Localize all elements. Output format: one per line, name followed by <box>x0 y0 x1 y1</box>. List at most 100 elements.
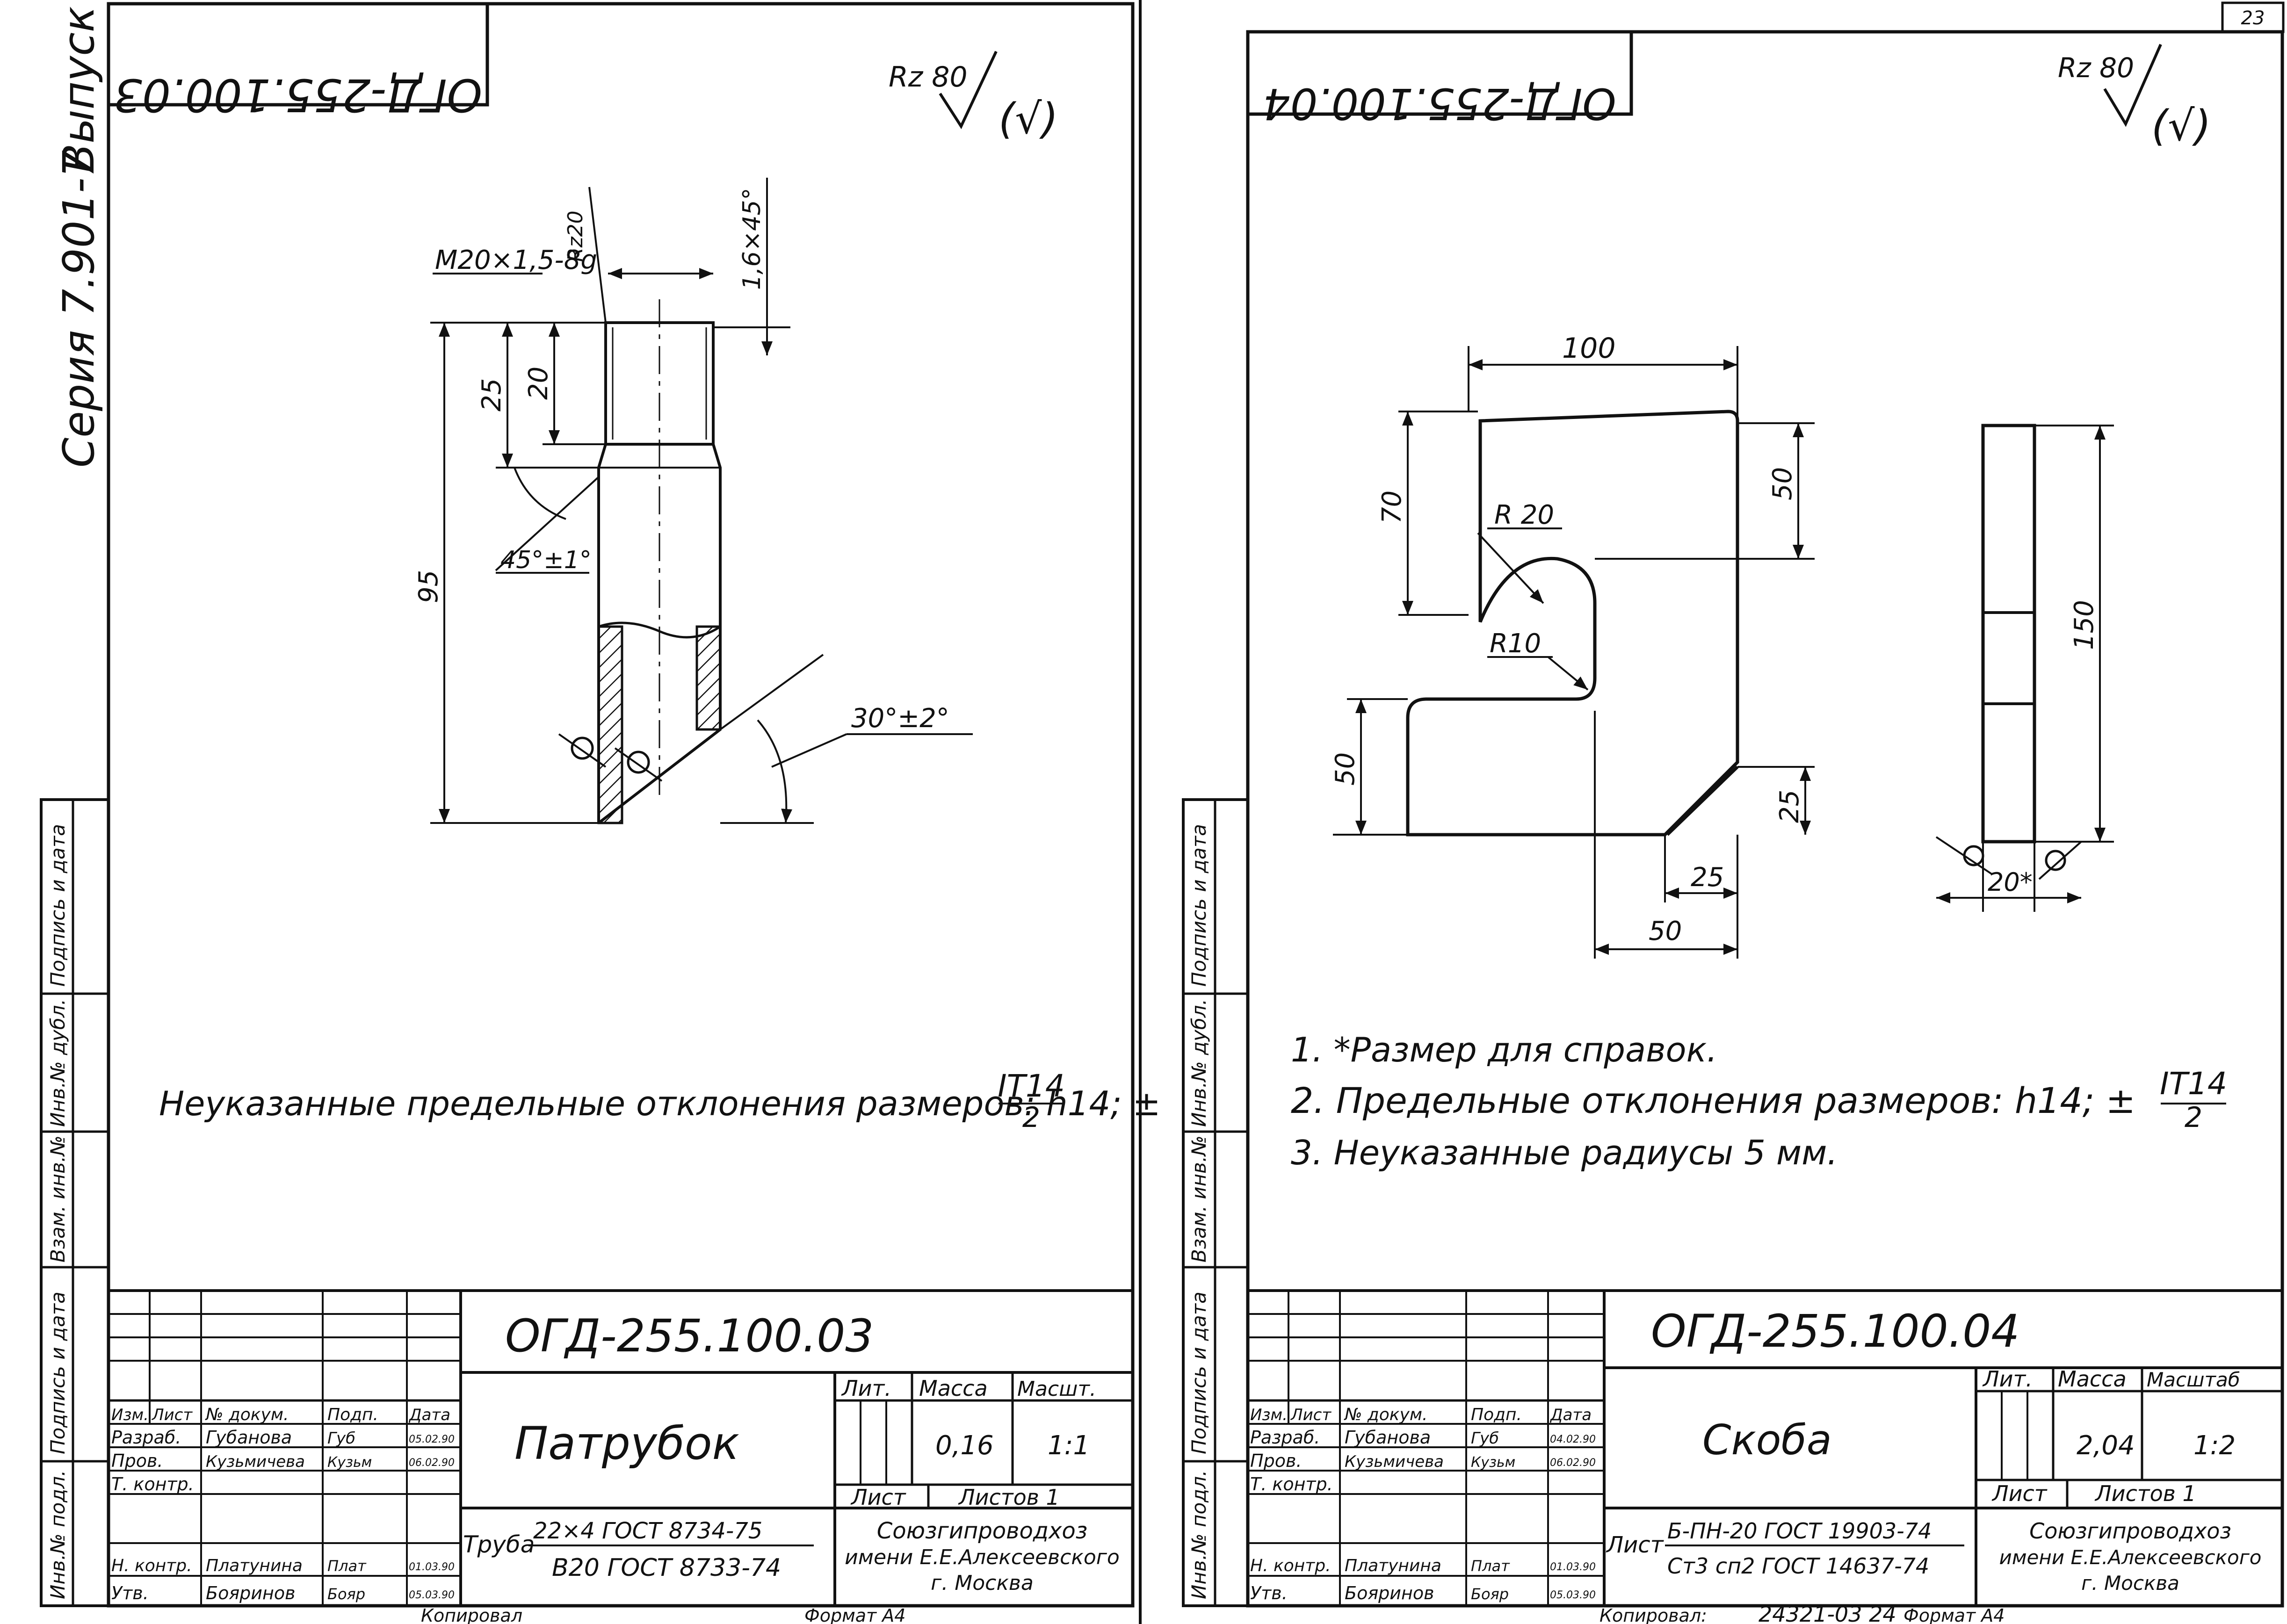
svg-text:Листов 1: Листов 1 <box>2094 1481 2196 1506</box>
right-mass: 2,04 <box>2077 1430 2135 1461</box>
right-dim-r20: R 20 <box>1494 500 1554 530</box>
svg-text:Кузьмичева: Кузьмичева <box>1345 1452 1444 1471</box>
svg-text:05.03.90: 05.03.90 <box>409 1589 455 1601</box>
left-dim-25: 25 <box>477 378 507 411</box>
svg-text:Кузьм: Кузьм <box>327 1454 372 1471</box>
svg-text:Лист: Лист <box>151 1406 193 1424</box>
svg-text:Масса: Масса <box>919 1376 988 1401</box>
svg-text:05.03.90: 05.03.90 <box>1550 1589 1596 1601</box>
left-title-block: Изм. Лист № докум. Подп. Дата Разраб. Гу… <box>107 1289 1134 1607</box>
svg-text:№ докум.: № докум. <box>205 1405 289 1424</box>
svg-text:Союзгипроводхоз: Союзгипроводхоз <box>877 1518 1088 1544</box>
right-part-drawing: 100 70 50 R 20 R10 50 <box>1330 332 2114 959</box>
right-footer-copied: Копировал: <box>1599 1605 1707 1624</box>
svg-text:Кузьмичева: Кузьмичева <box>206 1452 305 1471</box>
right-dim-20: 20* <box>1988 867 2033 897</box>
svg-text:Плат: Плат <box>1471 1557 1510 1575</box>
svg-text:имени Е.Е.Алексеевского: имени Е.Е.Алексеевского <box>845 1545 1120 1569</box>
right-title-block: Изм. Лист № докум. Подп. Дата Разраб. Гу… <box>1246 1289 2284 1607</box>
right-footer-number: 24321-03 24 <box>1759 1602 1896 1624</box>
left-dim-95: 95 <box>413 570 444 603</box>
left-code-box-text: ОГД-255.100.03 <box>114 69 482 121</box>
svg-text:Разраб.: Разраб. <box>1250 1427 1320 1448</box>
right-dim-25-h: 25 <box>1691 862 1724 893</box>
svg-text:Rz 80: Rz 80 <box>2058 52 2134 84</box>
right-designation: ОГД-255.100.04 <box>1651 1305 2019 1357</box>
left-issue-label: Выпуск 2 <box>54 0 104 173</box>
svg-text:Н. контр.: Н. контр. <box>1250 1556 1331 1575</box>
svg-text:Т. контр.: Т. контр. <box>111 1474 194 1494</box>
svg-text:22×4 ГОСТ 8734-75: 22×4 ГОСТ 8734-75 <box>533 1518 762 1544</box>
svg-text:Губ: Губ <box>1471 1429 1499 1448</box>
right-note-1: 1. *Размер для справок. <box>1291 1030 1717 1069</box>
left-dim-thread: M20×1,5-8g <box>435 245 597 275</box>
left-dim-angle30: 30°±2° <box>851 703 949 734</box>
svg-text:Платунина: Платунина <box>206 1556 303 1575</box>
svg-text:Губ: Губ <box>327 1429 355 1448</box>
left-designation: ОГД-255.100.03 <box>505 1310 874 1362</box>
right-dim-25-v: 25 <box>1774 790 1805 823</box>
svg-text:Бояринов: Бояринов <box>206 1583 295 1603</box>
svg-text:Кузьм: Кузьм <box>1471 1454 1515 1471</box>
right-code-box-text: ОГД-255.100.04 <box>1263 79 1616 129</box>
svg-text:Лист: Лист <box>1606 1532 1665 1558</box>
svg-text:Лит.: Лит. <box>1982 1366 2033 1392</box>
svg-text:г. Москва: г. Москва <box>2081 1572 2179 1595</box>
right-sidebar-cell-1: Инв.№ подл. <box>1187 1470 1210 1599</box>
svg-text:Бояр: Бояр <box>327 1585 365 1603</box>
svg-text:Масшт.: Масшт. <box>1017 1377 1096 1401</box>
svg-text:Пров.: Пров. <box>1250 1451 1302 1471</box>
svg-text:(√): (√) <box>999 94 1058 144</box>
svg-text:(√): (√) <box>2151 101 2211 151</box>
left-note: Неуказанные предельные отклонения размер… <box>159 1084 1161 1123</box>
left-scale: 1:1 <box>1048 1430 1090 1461</box>
svg-text:Дата: Дата <box>1549 1406 1592 1424</box>
svg-text:Лит.: Лит. <box>841 1376 891 1401</box>
svg-text:Лист: Лист <box>850 1485 906 1510</box>
right-sidebar-cell-3: Взам. инв.№ <box>1187 1135 1210 1263</box>
svg-text:01.03.90: 01.03.90 <box>409 1561 455 1573</box>
right-dim-100: 100 <box>1562 332 1616 365</box>
svg-text:04.02.90: 04.02.90 <box>1550 1434 1596 1445</box>
right-sidebar-cell-4: Инв.№ дубл. <box>1187 999 1210 1127</box>
svg-text:Н. контр.: Н. контр. <box>111 1556 192 1575</box>
right-sidebar-cell-5: Подпись и дата <box>1187 824 1210 987</box>
left-footer-format: Формат А4 <box>804 1605 905 1624</box>
svg-text:Утв.: Утв. <box>111 1583 149 1603</box>
svg-text:Плат: Плат <box>327 1557 367 1575</box>
left-series-label: Серия 7.901-7 <box>54 150 104 468</box>
right-scale: 1:2 <box>2193 1430 2236 1461</box>
svg-text:№ докум.: № докум. <box>1344 1405 1427 1424</box>
right-note-3: 3. Неуказанные радиусы 5 мм. <box>1291 1133 1838 1172</box>
right-dim-50-left: 50 <box>1330 752 1361 786</box>
right-note-2: 2. Предельные отклонения размеров: h14; … <box>1291 1080 2135 1121</box>
svg-text:05.02.90: 05.02.90 <box>409 1434 455 1445</box>
svg-text:Т. контр.: Т. контр. <box>1250 1474 1333 1494</box>
right-footer-format: Формат А4 <box>1903 1605 2005 1624</box>
svg-text:Изм.: Изм. <box>1250 1406 1288 1424</box>
left-part-name: Патрубок <box>514 1417 739 1470</box>
right-roughness-mark: Rz 80 (√) <box>2058 43 2211 151</box>
left-sheet: ОГД-255.100.03 Серия 7.901-7 Выпуск 2 Ин… <box>40 0 1161 1624</box>
left-sidebar-cell-3: Взам. инв.№ <box>46 1135 69 1263</box>
svg-text:Подп.: Подп. <box>327 1405 378 1424</box>
left-sidebar-cell-2: Подпись и дата <box>46 1292 69 1454</box>
svg-text:Подп.: Подп. <box>1471 1405 1522 1424</box>
left-note-frac-den: 2 <box>1022 1101 1040 1134</box>
left-sidebar-cell-1: Инв.№ подл. <box>46 1470 69 1599</box>
left-sidebar-cell-4: Инв.№ дубл. <box>46 999 69 1127</box>
left-sidebar-cell-5: Подпись и дата <box>46 824 69 987</box>
svg-text:Бояр: Бояр <box>1471 1585 1509 1603</box>
left-roughness-mark: Rz 80 (√) <box>889 51 1058 144</box>
right-dim-r10: R10 <box>1490 628 1541 659</box>
svg-text:Лист: Лист <box>1290 1406 1332 1424</box>
svg-text:Ст3 сп2 ГОСТ 14637-74: Ст3 сп2 ГОСТ 14637-74 <box>1667 1553 1929 1579</box>
left-mass: 0,16 <box>935 1430 994 1461</box>
svg-text:Дата: Дата <box>408 1406 450 1424</box>
svg-text:Труба: Труба <box>463 1531 535 1558</box>
svg-text:Платунина: Платунина <box>1345 1556 1441 1575</box>
left-note-frac-num: IT14 <box>998 1068 1065 1104</box>
sheet-number: 23 <box>2241 7 2265 29</box>
left-dim-angle45: 45°±1° <box>500 546 592 574</box>
